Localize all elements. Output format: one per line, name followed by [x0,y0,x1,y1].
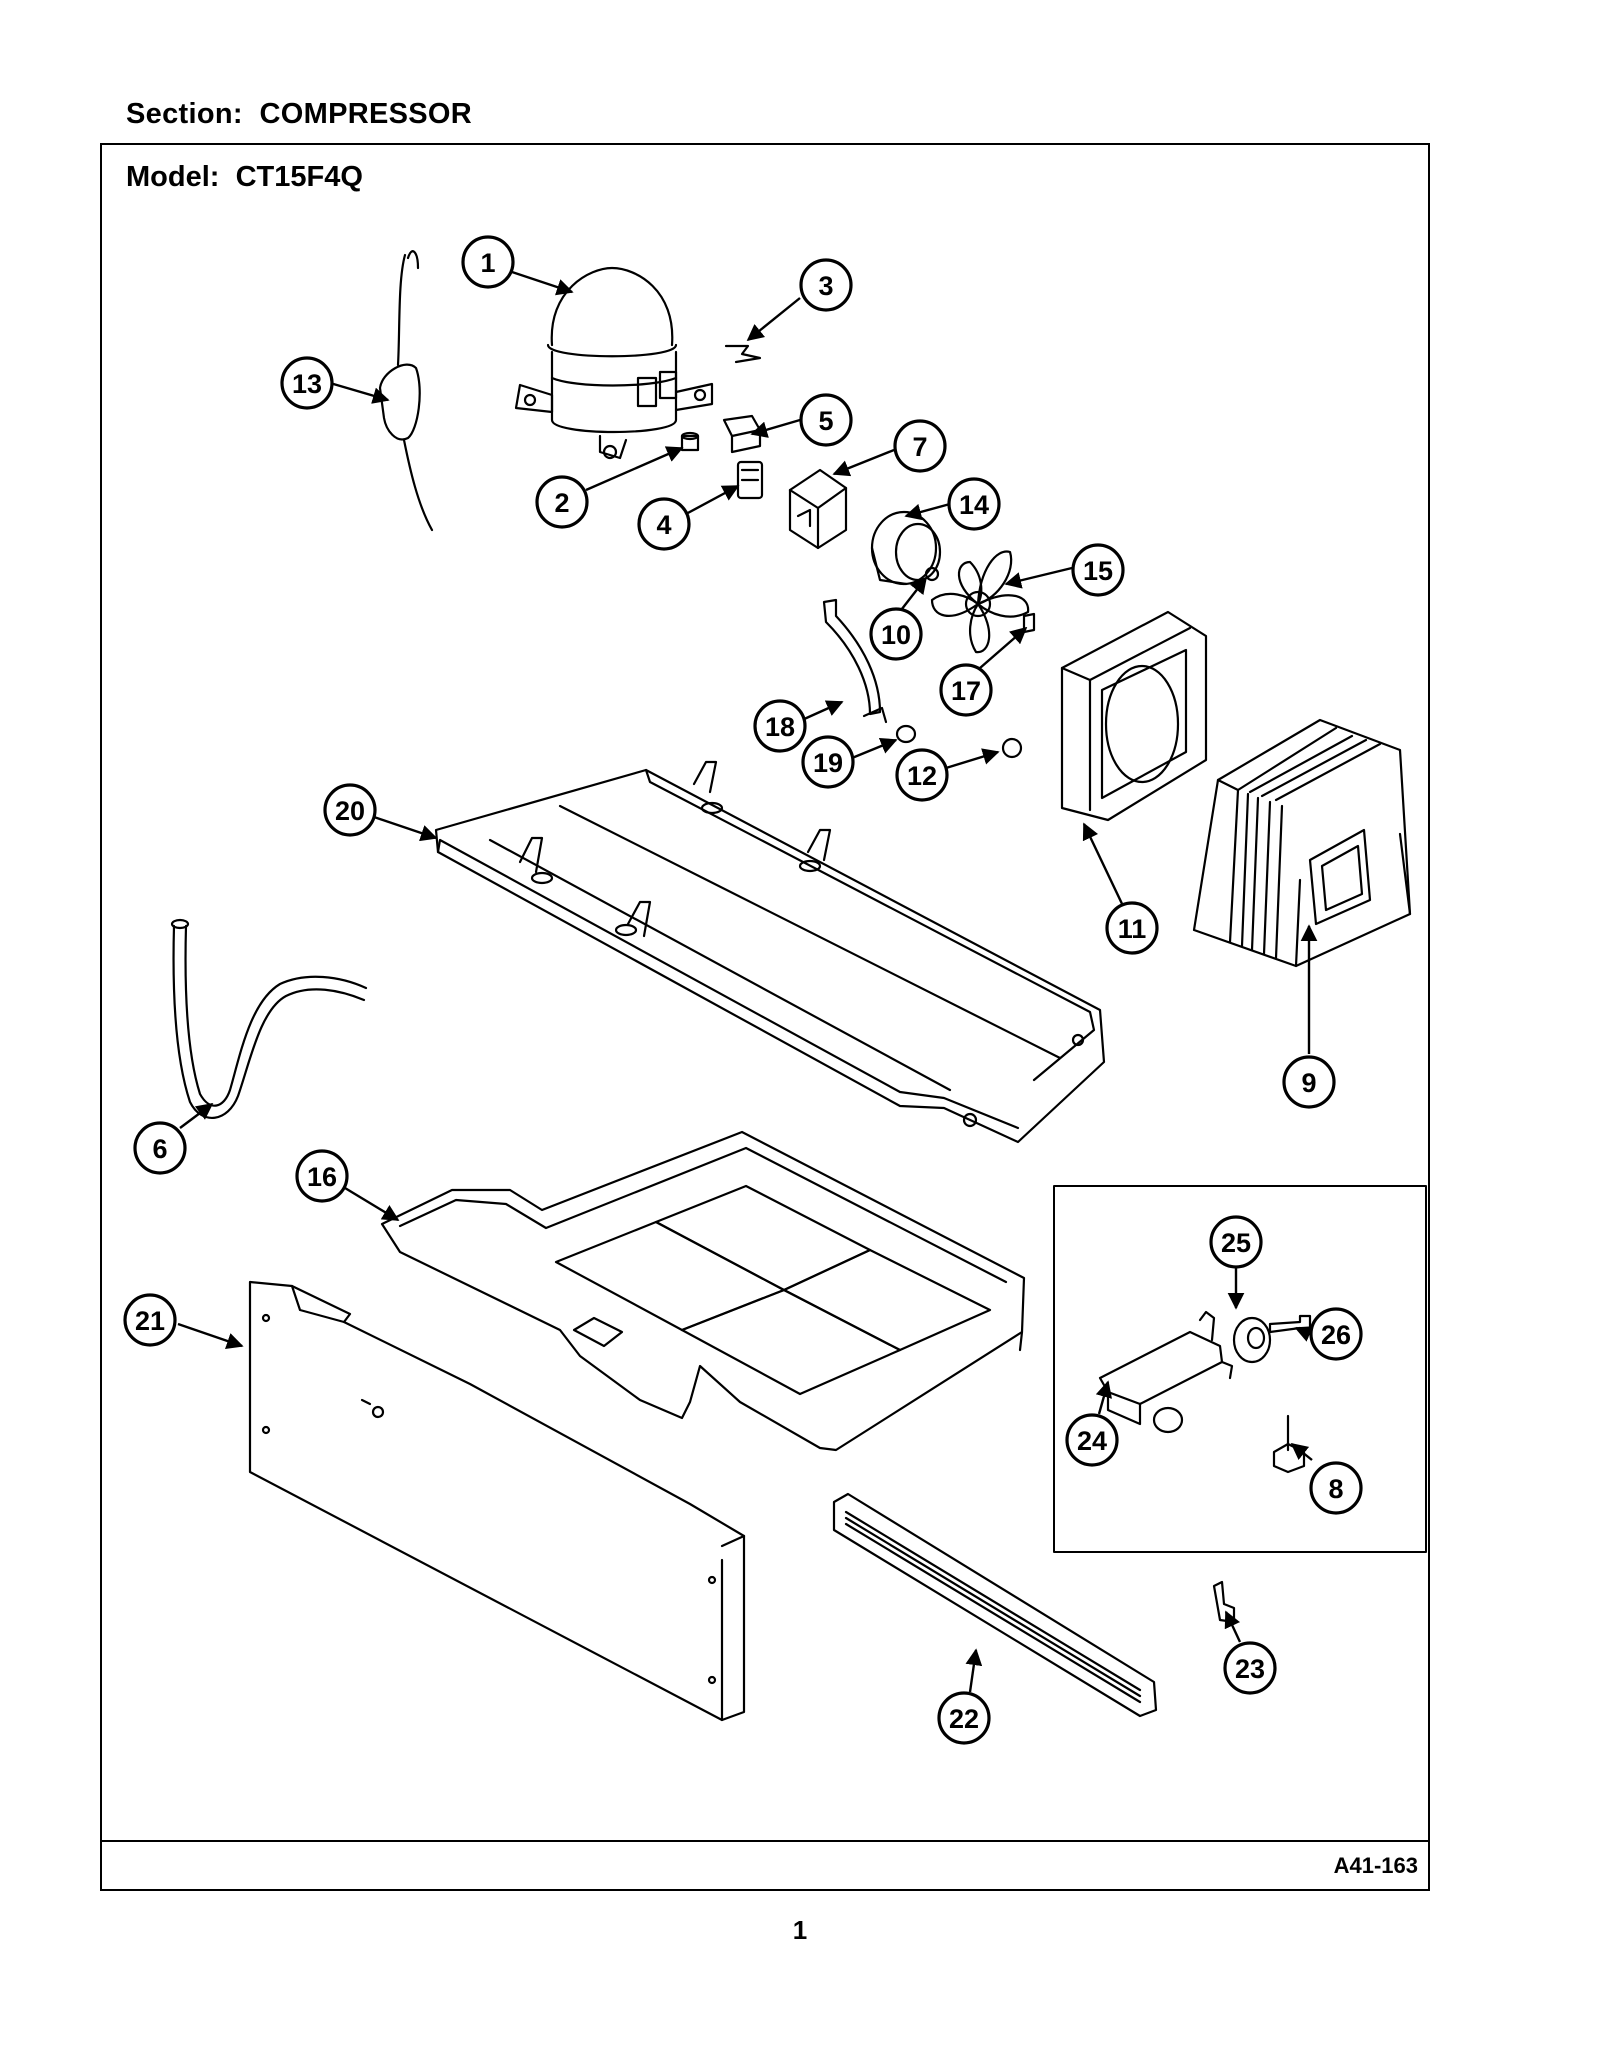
base-plate-part [434,760,1106,1144]
callout: 11 [1105,901,1159,955]
svg-text:11: 11 [1118,914,1147,944]
svg-text:19: 19 [813,748,843,778]
svg-text:22: 22 [949,1704,979,1734]
clip-part [1212,1580,1236,1624]
callout: 6 [133,1121,187,1175]
callout: 1 [461,235,515,289]
svg-text:9: 9 [1301,1068,1316,1098]
leader-lines [177,270,1318,1693]
nut-part [924,566,940,582]
model-label: Model: [126,161,220,193]
grille-part [832,1492,1158,1718]
svg-text:13: 13 [292,369,322,399]
callout: 14 [947,477,1001,531]
diagram-frame: Model: CT15F4Q A41-163 [100,143,1430,1891]
callout: 4 [637,497,691,551]
front-panel-part [248,1280,746,1722]
section-title: Section: COMPRESSOR [126,98,472,131]
leveling-leg-part [1272,1414,1306,1474]
model-value: CT15F4Q [235,161,363,193]
svg-text:25: 25 [1221,1228,1251,1258]
callout: 7 [893,419,947,473]
svg-text:8: 8 [1328,1474,1343,1504]
svg-text:3: 3 [818,271,833,301]
svg-text:4: 4 [656,510,671,540]
drain-tube-part [170,918,368,1120]
inset-box [1053,1185,1427,1553]
grommet-part [1001,737,1023,759]
callout: 23 [1223,1641,1277,1695]
svg-text:14: 14 [959,490,989,520]
callout: 10 [869,607,923,661]
callout: 16 [295,1149,349,1203]
fan-blade-part [930,550,1030,654]
callout: 25 [1209,1215,1263,1269]
svg-text:6: 6 [152,1134,167,1164]
svg-text:1: 1 [480,248,495,278]
callout: 20 [323,783,377,837]
diagram-code: A41-163 [1333,1853,1418,1878]
callout: 9 [1282,1055,1336,1109]
svg-text:10: 10 [881,620,911,650]
model-title: Model: CT15F4Q [126,161,363,194]
svg-text:5: 5 [818,406,833,436]
callout: 15 [1071,543,1125,597]
clip-part [724,344,762,364]
svg-text:18: 18 [765,712,795,742]
callout: 19 [801,735,855,789]
section-label: Section: [126,98,243,130]
relay-part [736,460,764,500]
svg-text:20: 20 [335,796,365,826]
grommet-part [895,724,917,744]
bracket-part [1022,612,1036,634]
relay-cover-part [788,468,848,550]
callout: 22 [937,1691,991,1745]
callout: 26 [1309,1307,1363,1361]
svg-text:24: 24 [1077,1426,1107,1456]
svg-text:16: 16 [307,1162,337,1192]
fan-shroud-part [1060,610,1208,822]
svg-text:17: 17 [951,676,981,706]
grommet-part [680,431,700,452]
footer-rule [102,1840,1428,1842]
drain-pan-part [380,1130,1026,1452]
page-number: 1 [792,1915,808,1945]
section-value: COMPRESSOR [259,98,473,130]
drier-part [378,250,434,532]
callout: 18 [753,699,807,753]
callout: 12 [895,748,949,802]
roller-part [1232,1316,1272,1364]
callout: 24 [1065,1413,1119,1467]
callout: 8 [1309,1461,1363,1515]
svg-text:2: 2 [554,488,569,518]
callout: 21 [123,1293,177,1347]
svg-text:12: 12 [907,761,937,791]
svg-text:7: 7 [912,432,927,462]
condenser-part [1192,718,1412,968]
callout: 2 [535,475,589,529]
svg-text:23: 23 [1235,1654,1265,1684]
svg-text:26: 26 [1321,1320,1351,1350]
callout: 13 [280,356,334,410]
strap-part [822,598,888,724]
callout: 3 [799,258,853,312]
callout: 5 [799,393,853,447]
svg-text:21: 21 [135,1306,165,1336]
svg-text:15: 15 [1083,556,1113,586]
compressor-part [514,266,714,460]
callout: 17 [939,663,993,717]
